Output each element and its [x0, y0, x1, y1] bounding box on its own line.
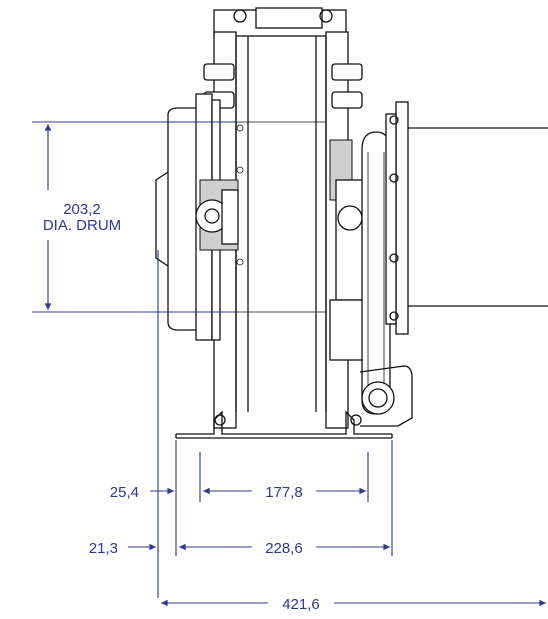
mount-inner-dimension: 177,8	[203, 484, 367, 501]
right-hose-assembly	[329, 101, 548, 427]
overall-width-dimension: 421,6	[161, 596, 546, 613]
extension-lines	[157, 250, 393, 598]
flange-offset-dimension: 25,4	[110, 484, 174, 501]
drum-diameter-value: 203,2	[63, 201, 101, 218]
mount-outer-value: 228,6	[265, 540, 303, 557]
mount-outer-dimension: 228,6	[179, 540, 391, 557]
base-offset-value: 21,3	[89, 540, 118, 557]
mounting-base	[175, 410, 393, 439]
flange-offset-value: 25,4	[110, 484, 139, 501]
drum-diameter-dimension: 203,2 DIA. DRUM	[32, 121, 236, 313]
overall-width-value: 421,6	[282, 596, 320, 613]
mount-inner-value: 177,8	[265, 484, 303, 501]
left-drive-hub	[155, 93, 244, 341]
base-offset-dimension: 21,3	[89, 540, 156, 557]
drum-diameter-note: DIA. DRUM	[43, 217, 121, 234]
